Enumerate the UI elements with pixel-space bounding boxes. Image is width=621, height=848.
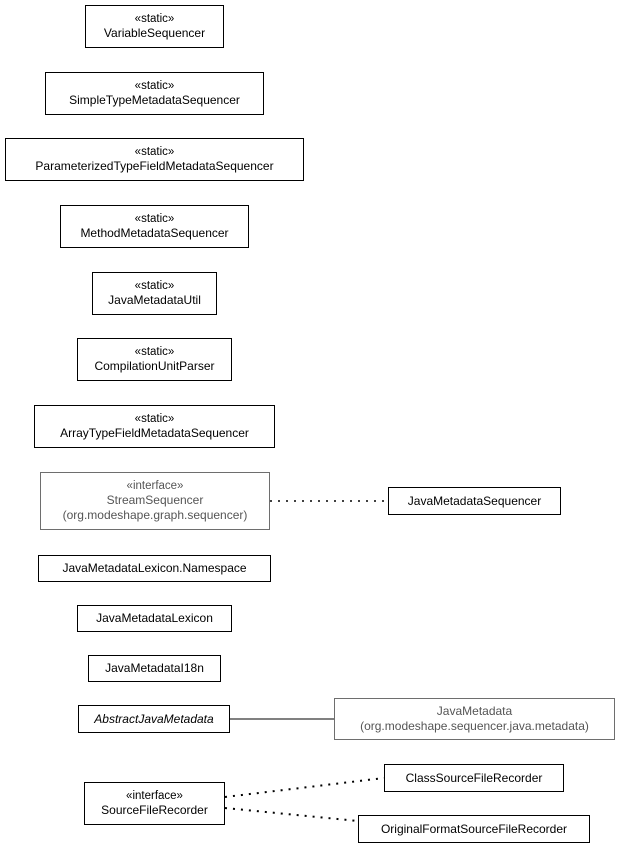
class-name: MethodMetadataSequencer — [80, 226, 229, 240]
class-name: VariableSequencer — [103, 26, 206, 40]
class-source-file-recorder-box[interactable]: ClassSourceFileRecorder — [384, 764, 564, 792]
class-name: SimpleTypeMetadataSequencer — [69, 93, 240, 107]
class-name: ParameterizedTypeFieldMetadataSequencer — [35, 159, 274, 173]
class-name: ArrayTypeFieldMetadataSequencer — [60, 426, 249, 440]
compilation-unit-parser-box[interactable]: «static» CompilationUnitParser — [77, 338, 232, 381]
original-format-source-file-recorder-box[interactable]: OriginalFormatSourceFileRecorder — [358, 815, 590, 843]
stereotype-label: «static» — [134, 413, 175, 425]
java-metadata-sequencer-box[interactable]: JavaMetadataSequencer — [388, 487, 561, 515]
class-name: CompilationUnitParser — [94, 359, 215, 373]
realization-edge-original-recorder — [224, 807, 359, 822]
class-name: JavaMetadataLexicon.Namespace — [62, 561, 247, 575]
package-label: (org.modeshape.sequencer.java.metadata) — [360, 719, 589, 733]
stereotype-label: «static» — [134, 80, 175, 92]
simple-type-metadata-sequencer-box[interactable]: «static» SimpleTypeMetadataSequencer — [45, 72, 264, 115]
class-name: AbstractJavaMetadata — [94, 711, 214, 726]
variable-sequencer-box[interactable]: «static» VariableSequencer — [85, 5, 224, 48]
method-metadata-sequencer-box[interactable]: «static» MethodMetadataSequencer — [60, 205, 249, 248]
package-label: (org.modeshape.graph.sequencer) — [62, 508, 248, 522]
java-metadata-i18n-box[interactable]: JavaMetadataI18n — [88, 655, 221, 682]
java-metadata-lexicon-box[interactable]: JavaMetadataLexicon — [77, 605, 232, 632]
stereotype-label: «static» — [134, 13, 175, 25]
parameterized-type-field-metadata-sequencer-box[interactable]: «static» ParameterizedTypeFieldMetadataS… — [5, 138, 304, 181]
java-metadata-util-box[interactable]: «static» JavaMetadataUtil — [92, 272, 217, 315]
class-name: JavaMetadataLexicon — [96, 611, 213, 625]
java-metadata-lexicon-namespace-box[interactable]: JavaMetadataLexicon.Namespace — [38, 555, 271, 582]
stereotype-label: «static» — [134, 213, 175, 225]
class-name: JavaMetadataI18n — [105, 661, 204, 675]
abstract-java-metadata-box[interactable]: AbstractJavaMetadata — [78, 705, 230, 733]
stereotype-label: «static» — [134, 346, 175, 358]
class-name: JavaMetadataSequencer — [407, 493, 542, 508]
class-name: JavaMetadataUtil — [108, 293, 201, 307]
stereotype-label: «static» — [134, 146, 175, 158]
stereotype-label: «static» — [134, 280, 175, 292]
stereotype-label: «interface» — [126, 480, 184, 492]
array-type-field-metadata-sequencer-box[interactable]: «static» ArrayTypeFieldMetadataSequencer — [34, 405, 275, 448]
realization-edge-class-recorder — [224, 777, 385, 798]
java-metadata-box[interactable]: JavaMetadata (org.modeshape.sequencer.ja… — [334, 698, 615, 740]
class-name: OriginalFormatSourceFileRecorder — [380, 821, 568, 836]
class-name: JavaMetadata — [436, 704, 513, 718]
stream-sequencer-box[interactable]: «interface» StreamSequencer (org.modesha… — [40, 472, 270, 530]
source-file-recorder-box[interactable]: «interface» SourceFileRecorder — [84, 782, 225, 825]
class-name: ClassSourceFileRecorder — [405, 770, 543, 785]
interface-name: SourceFileRecorder — [101, 803, 208, 817]
stereotype-label: «interface» — [126, 790, 183, 802]
interface-name: StreamSequencer — [106, 493, 204, 507]
